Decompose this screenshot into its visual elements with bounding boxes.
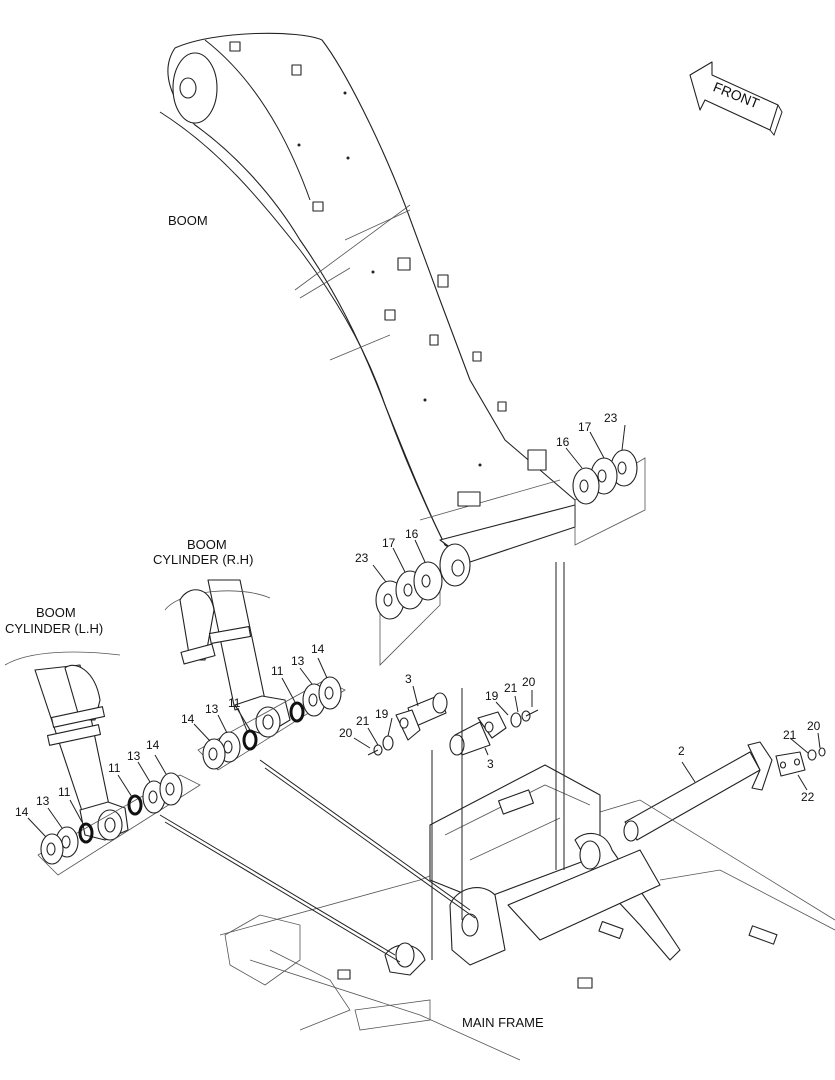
part-number-13: 13 [205, 702, 219, 716]
part-number-13: 13 [127, 749, 141, 763]
part-number-14: 14 [15, 805, 29, 819]
part-number-13: 13 [36, 794, 50, 808]
boom-cylinder-rh [164, 579, 291, 738]
boom-washer-stack-left [372, 539, 443, 666]
boom-cylinder-rh-washers [193, 657, 346, 771]
part-number-21: 21 [783, 728, 797, 742]
part-number-16: 16 [556, 435, 570, 449]
boom-label: BOOM [168, 213, 208, 228]
front-arrow-icon [689, 61, 783, 137]
part-number-21: 21 [356, 714, 370, 728]
part-number-14: 14 [146, 738, 160, 752]
boom-arm [159, 32, 576, 587]
assembly-leader-lines [159, 562, 565, 963]
part-number-16: 16 [405, 527, 419, 541]
main-frame-label: MAIN FRAME [462, 1015, 544, 1030]
long-pin [623, 732, 826, 842]
part-number-14: 14 [311, 642, 325, 656]
part-number-11: 11 [108, 761, 121, 775]
part-number-20: 20 [522, 675, 536, 689]
part-number-3: 3 [487, 757, 494, 771]
part-number-11: 11 [271, 664, 284, 678]
part-number-20: 20 [339, 726, 353, 740]
part-number-23: 23 [355, 551, 369, 565]
part-number-23: 23 [604, 411, 618, 425]
part-number-20: 20 [807, 719, 821, 733]
part-number-13: 13 [291, 654, 305, 668]
part-number-17: 17 [578, 420, 592, 434]
boom-cylinder-lh-label-line2: CYLINDER (L.H) [5, 621, 104, 636]
boom-cylinder-rh-label-line2: CYLINDER (R.H) [153, 552, 254, 567]
boom-cylinder-lh-washers [27, 754, 201, 876]
part-number-11: 11 [58, 785, 71, 799]
part-number-11: 11 [228, 696, 241, 710]
pin-parts [353, 685, 539, 756]
part-number-19: 19 [375, 707, 389, 721]
boom-cylinder-rh-label-line1: BOOM [187, 537, 227, 552]
part-number-19: 19 [485, 689, 499, 703]
part-number-22: 22 [801, 790, 815, 804]
part-number-3: 3 [405, 672, 412, 686]
part-number-2: 2 [678, 744, 685, 758]
part-number-14: 14 [181, 712, 195, 726]
boom-cylinder-lh-label-line1: BOOM [36, 605, 76, 620]
part-number-21: 21 [504, 681, 518, 695]
boom-washer-stack-right [565, 424, 646, 546]
part-number-17: 17 [382, 536, 396, 550]
main-frame [219, 764, 835, 1061]
